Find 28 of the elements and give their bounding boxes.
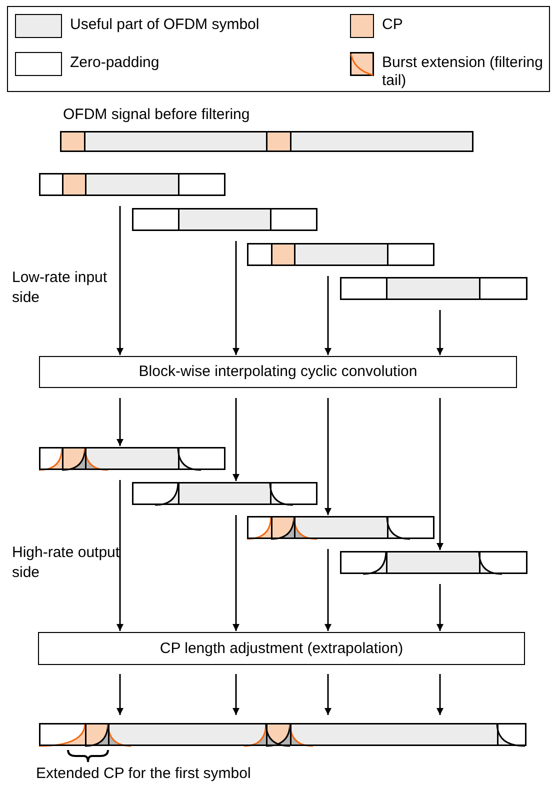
side-label: High-rate output side	[12, 543, 121, 583]
arrow	[436, 584, 444, 631]
arrow	[116, 480, 124, 631]
arrow	[436, 674, 444, 715]
arrow	[116, 206, 124, 355]
arrow	[232, 515, 240, 631]
box-label: CP length adjustment (extrapolation)	[160, 638, 404, 658]
arrow	[324, 276, 332, 355]
arrow	[324, 398, 332, 515]
legend-label: Zero-padding	[70, 53, 160, 72]
process-box	[39, 356, 517, 388]
process-box	[38, 632, 525, 665]
arrow	[116, 674, 124, 715]
arrow	[232, 398, 240, 481]
bar-title: OFDM signal before filtering	[63, 105, 250, 125]
box-label: Block-wise interpolating cyclic convolution	[138, 362, 418, 382]
arrow	[232, 674, 240, 715]
arrow	[232, 241, 240, 355]
legend-label: Burst extension (filtering tail)	[382, 53, 544, 90]
arrow	[324, 674, 332, 715]
legend-label: Useful part of OFDM symbol	[70, 15, 260, 34]
legend-label: CP	[382, 15, 404, 34]
arrow	[116, 398, 124, 446]
arrow	[436, 310, 444, 355]
side-label: Extended CP for the first symbol	[36, 764, 252, 784]
arrow	[324, 549, 332, 631]
arrow	[436, 398, 444, 550]
side-label: Low-rate input side	[12, 268, 108, 308]
